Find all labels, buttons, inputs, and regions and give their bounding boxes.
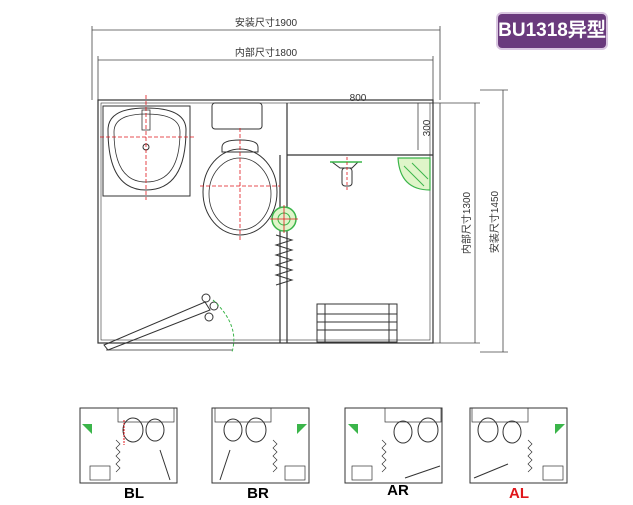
- variant-bl[interactable]: [79, 407, 178, 484]
- variant-label-br: BR: [247, 485, 269, 502]
- shower-head: [330, 157, 362, 190]
- variant-ar[interactable]: [344, 407, 443, 484]
- shower-bench: [316, 303, 398, 343]
- model-badge: BU1318异型: [496, 12, 608, 50]
- install-depth-text: 安装尺寸1450: [488, 190, 501, 253]
- install-width-text: 安装尺寸1900: [235, 16, 298, 29]
- dimension-install-depth: 安装尺寸1450: [480, 89, 508, 353]
- inner-width-text: 内部尺寸1800: [235, 46, 298, 59]
- heater-coil: [274, 234, 294, 286]
- corner-shelf: [397, 157, 431, 191]
- dimension-inner-depth: 内部尺寸1300: [430, 102, 480, 344]
- main-floor-plan: [97, 99, 434, 344]
- inner-depth-text: 内部尺寸1300: [460, 191, 473, 254]
- variant-al[interactable]: [469, 407, 568, 484]
- variant-br[interactable]: [211, 407, 310, 484]
- dimension-800: 800: [290, 93, 433, 104]
- toilet: [200, 102, 280, 240]
- door: [103, 293, 235, 353]
- dimension-install-width: 安装尺寸1900: [91, 16, 441, 100]
- dimension-300: 300: [417, 103, 433, 150]
- dim-800-text: 800: [350, 93, 367, 104]
- dimension-inner-width: 内部尺寸1800: [97, 46, 434, 100]
- variant-label-al: AL: [509, 485, 529, 502]
- variant-label-ar: AR: [387, 482, 409, 499]
- floor-drain: [270, 205, 298, 233]
- dim-300-text: 300: [422, 119, 433, 136]
- washbasin: [100, 95, 194, 200]
- variant-label-bl: BL: [124, 485, 144, 502]
